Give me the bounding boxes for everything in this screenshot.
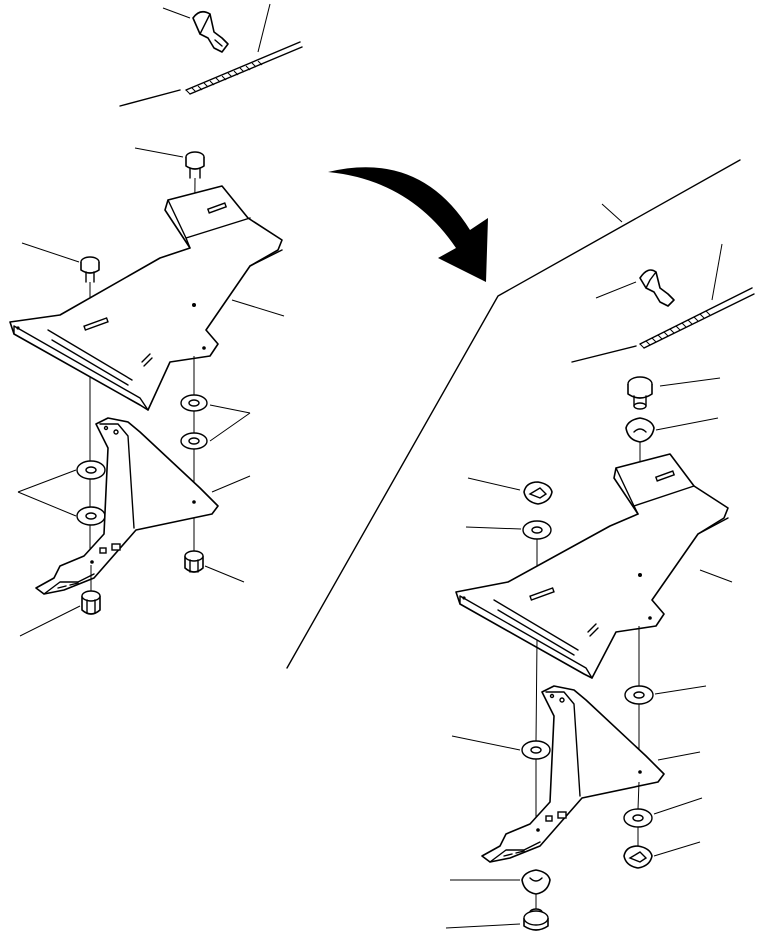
pin-right-top bbox=[627, 376, 653, 410]
left-view bbox=[9, 3, 303, 637]
leader-line bbox=[204, 565, 245, 583]
upper-plate-left bbox=[9, 185, 283, 411]
spacer-right-top bbox=[625, 417, 655, 443]
upper-plate-right bbox=[455, 453, 729, 679]
washer-left-r1 bbox=[180, 394, 208, 412]
pin-left-side bbox=[80, 256, 100, 283]
leader-line bbox=[653, 841, 701, 857]
leader-line bbox=[655, 417, 719, 431]
leader-line bbox=[657, 751, 701, 761]
leader-line bbox=[653, 797, 703, 815]
leader-line bbox=[659, 377, 721, 387]
leader-line bbox=[257, 3, 271, 53]
section-divider bbox=[286, 159, 741, 669]
leader-line bbox=[467, 477, 521, 491]
cable-spring-right bbox=[639, 310, 711, 349]
cable-spring-left bbox=[185, 60, 263, 95]
leader-line bbox=[231, 299, 285, 317]
spacer-right-bottom bbox=[521, 869, 551, 895]
leader-line bbox=[465, 526, 522, 530]
nut-left-right bbox=[184, 550, 204, 573]
leader-line bbox=[711, 243, 723, 301]
washer-right-r1 bbox=[624, 685, 654, 705]
leader-line bbox=[209, 404, 251, 442]
cable-left bbox=[119, 41, 303, 107]
leader-line bbox=[699, 569, 733, 583]
leader-line bbox=[451, 735, 521, 751]
washer-left-l1 bbox=[76, 460, 106, 480]
leader-line bbox=[445, 923, 521, 929]
washer-right-l2 bbox=[521, 740, 551, 760]
leader-line bbox=[19, 605, 81, 637]
cable-right bbox=[571, 287, 755, 363]
lower-bracket-right bbox=[481, 685, 665, 863]
leader-line bbox=[162, 7, 191, 19]
cable-clip-left bbox=[192, 10, 229, 53]
e-clip-right-bottom bbox=[623, 845, 653, 869]
washer-right-r2 bbox=[623, 808, 653, 828]
leader-line bbox=[654, 685, 707, 695]
leader-line bbox=[17, 469, 77, 517]
right-view bbox=[445, 243, 755, 931]
pin-left-top bbox=[185, 151, 205, 179]
washer-left-l2 bbox=[76, 506, 106, 526]
transition-arrow bbox=[328, 167, 488, 282]
axis-line bbox=[535, 639, 538, 832]
lower-bracket-left bbox=[35, 417, 219, 595]
washer-left-r2 bbox=[180, 432, 208, 450]
e-clip-right-top bbox=[523, 481, 553, 505]
leader-line bbox=[21, 242, 80, 263]
leader-line bbox=[211, 475, 251, 493]
pin-right-bottom bbox=[523, 908, 549, 931]
leader-line bbox=[601, 203, 623, 223]
washer-right-l1 bbox=[522, 520, 552, 540]
cable-clip-right bbox=[639, 269, 675, 307]
leader-line bbox=[134, 147, 184, 158]
leader-line bbox=[595, 281, 637, 299]
nut-left-left bbox=[81, 590, 101, 615]
axis-line bbox=[637, 781, 640, 846]
